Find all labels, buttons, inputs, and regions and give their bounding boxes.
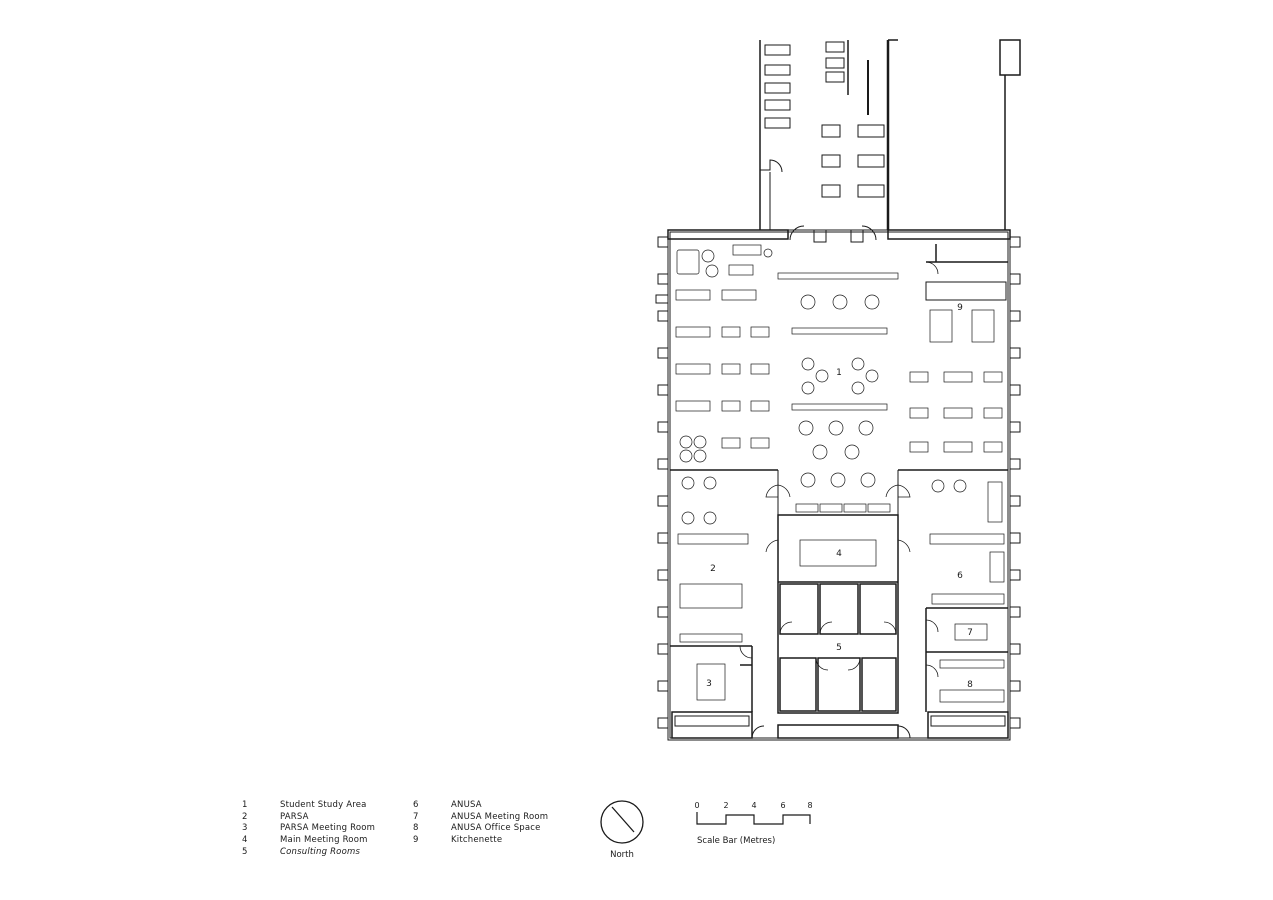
room-number-1: 1 — [836, 368, 842, 378]
legend-item: 6 ANUSA — [413, 800, 583, 812]
legend-label: PARSA Meeting Room — [280, 823, 376, 834]
legend-item: 2 PARSA — [242, 812, 412, 824]
legend-item: 3 PARSA Meeting Room — [242, 823, 412, 835]
scale-bar-title: Scale Bar (Metres) — [697, 836, 776, 846]
north-arrow-icon — [600, 800, 644, 844]
room-number-6: 6 — [957, 571, 963, 581]
legend-label: Consulting Rooms — [280, 846, 361, 857]
legend-item: 7 ANUSA Meeting Room — [413, 812, 583, 824]
corridor-tables — [764, 41, 885, 198]
legend-column-left: 1 Student Study Area 2 PARSA 3 PARSA Meetin… — [242, 800, 412, 858]
legend-label: ANUSA Meeting Room — [451, 811, 549, 822]
legend-label: ANUSA — [451, 800, 482, 810]
legend-number: 5 — [242, 846, 248, 857]
room-number-2: 2 — [710, 564, 716, 574]
legend-number: 1 — [242, 800, 248, 810]
legend-column-right: 6 ANUSA 7 ANUSA Meeting Room 8 ANUSA Office… — [413, 800, 583, 847]
legend-label: PARSA — [280, 811, 309, 822]
scale-tick-label: 2 — [723, 801, 729, 810]
room-number-9: 9 — [957, 303, 963, 313]
legend-number: 7 — [413, 811, 419, 822]
north-corridor — [759, 39, 1021, 230]
room-number-7: 7 — [967, 628, 973, 638]
legend-label: Kitchenette — [451, 835, 503, 846]
north-label: North — [610, 850, 634, 860]
legend-item: 4 Main Meeting Room — [242, 835, 412, 847]
legend-number: 9 — [413, 835, 419, 846]
legend-number: 3 — [242, 823, 248, 834]
legend-label: Main Meeting Room — [280, 835, 368, 846]
room-number-tags: 1 2 3 4 5 6 7 8 9 — [706, 303, 973, 690]
legend-item: 8 ANUSA Office Space — [413, 823, 583, 835]
scale-tick-label: 6 — [780, 801, 786, 810]
scale-tick-label: 8 — [807, 801, 813, 810]
room-number-4: 4 — [836, 549, 842, 559]
room-number-5: 5 — [836, 643, 842, 653]
legend-number: 2 — [242, 811, 248, 822]
doors — [739, 261, 939, 678]
legend-label: Student Study Area — [280, 800, 367, 810]
room-number-8: 8 — [967, 680, 973, 690]
legend-number: 4 — [242, 835, 248, 846]
scale-bar — [696, 812, 811, 825]
interior-walls — [670, 244, 1008, 714]
legend-item: 1 Student Study Area — [242, 800, 412, 812]
exterior-walls — [655, 225, 1021, 741]
legend-number: 6 — [413, 800, 419, 810]
legend-item: 9 Kitchenette — [413, 835, 583, 847]
scale-tick-label: 0 — [694, 801, 700, 810]
legend-number: 8 — [413, 823, 419, 834]
legend-label: ANUSA Office Space — [451, 823, 541, 834]
room-number-3: 3 — [706, 679, 712, 689]
legend-item: 5 Consulting Rooms — [242, 847, 412, 859]
scale-tick-label: 4 — [751, 801, 757, 810]
furniture — [675, 244, 1005, 703]
